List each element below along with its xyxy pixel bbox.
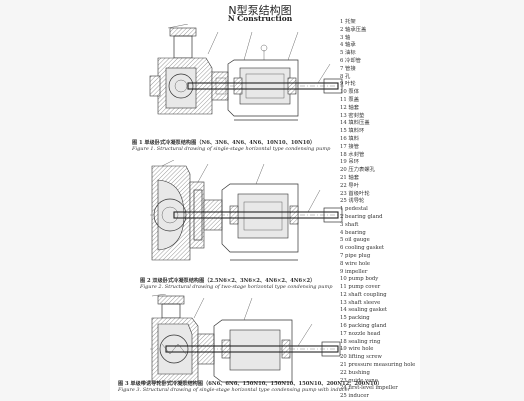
parts-list-item: 25 inducer <box>340 393 369 400</box>
parts-list-item: 15 填料环 <box>340 128 365 135</box>
parts-list-item: 20 压力表螺孔 <box>340 167 375 174</box>
parts-list-item: 16 填料 <box>340 135 360 142</box>
parts-list-item: 9 impeller <box>340 268 368 275</box>
parts-list-item: 1 托架 <box>340 19 356 25</box>
figure-1-drawing <box>149 24 344 121</box>
parts-list-item: 3 shaft <box>340 221 359 228</box>
parts-list-item: 10 pump body <box>340 276 379 283</box>
figure-3-drawing <box>150 294 344 383</box>
parts-list-item: 19 wire hole <box>340 346 374 353</box>
parts-list-item: 21 pressure measuring hole <box>340 362 416 369</box>
page-title: N型泵结构图 <box>228 4 292 17</box>
parts-list-item: 17 nozzle head <box>340 330 381 337</box>
parts-list-item: 13 shaft sleeve <box>340 299 381 306</box>
figure-3-caption-en: Figure 3. Structural drawing of single-s… <box>118 387 350 393</box>
parts-list-item: 12 轴套 <box>340 104 360 111</box>
parts-list-item: 6 cooling gasket <box>340 245 385 252</box>
figure-2-caption-en: Figure 2. Structural drawing of two-stag… <box>140 284 333 290</box>
parts-list-item: 24 first-level impeller <box>340 385 398 392</box>
figure-2-caption-zh: 图 2 双级卧式冷凝泵结构图（2.5N6×2、3N6×2、4N6×2、4N6×2… <box>140 278 316 284</box>
parts-list-item: 2 bearing gland <box>340 213 383 220</box>
parts-list-item: 12 shaft coupling <box>340 291 387 298</box>
parts-list-item: 13 密封垫 <box>340 112 365 119</box>
parts-list-item: 11 pump cover <box>340 284 381 291</box>
parts-list-item: 14 填料压盖 <box>340 120 370 127</box>
parts-list-item: 1 pedestal <box>340 206 368 213</box>
page-subtitle: N Construction <box>227 14 293 23</box>
parts-list-item: 14 sealing gasket <box>340 307 388 314</box>
parts-list-item: 25 诱导轮 <box>340 198 365 205</box>
parts-list-item: 3 轴 <box>340 34 351 41</box>
parts-list-item: 20 lifting screw <box>340 354 382 361</box>
parts-list-item: 8 孔 <box>340 73 351 80</box>
parts-list-item: 11 泵盖 <box>340 96 360 103</box>
parts-list-item: 17 接管 <box>340 143 360 150</box>
parts-list-item: 10 泵体 <box>340 89 360 96</box>
parts-list-item: 21 轴套 <box>340 174 360 181</box>
parts-list-item: 5 oil gauge <box>340 237 370 244</box>
parts-list-item: 8 wire hole <box>340 260 371 267</box>
figure-1-caption-en: Figure 1. Structural drawing of single-s… <box>132 146 331 152</box>
parts-list-item: 5 油标 <box>340 50 356 57</box>
parts-list-item: 7 管接 <box>340 65 356 72</box>
parts-list-item: 4 轴承 <box>340 42 356 49</box>
figure-3-caption-zh: 图 3 单级带诱导轮卧式冷凝泵结构图（6N6、6N6、150N10、150N10… <box>118 381 383 387</box>
figure-2-drawing <box>150 160 344 261</box>
parts-list-item: 7 pipe plug <box>340 252 371 259</box>
parts-list-item: 4 bearing <box>340 229 366 236</box>
parts-list-item: 22 导叶 <box>340 182 360 189</box>
parts-list-item: 16 packing gland <box>340 323 387 330</box>
parts-list-item: 18 sealing ring <box>340 338 381 345</box>
parts-list-item: 19 吊环 <box>340 159 360 166</box>
parts-list-item: 18 水封管 <box>340 151 365 158</box>
parts-list-item: 2 轴承压盖 <box>340 26 367 33</box>
parts-list-item: 9 叶轮 <box>340 81 356 88</box>
parts-list-item: 6 冷却管 <box>340 57 361 64</box>
parts-list-item: 22 bushing <box>340 369 370 376</box>
parts-list-item: 15 packing <box>340 315 370 322</box>
parts-list-item: 23 首级叶轮 <box>340 190 370 197</box>
figure-1-caption-zh: 图 1 单级卧式冷凝泵结构图（N6、3N6、4N6、4N6、10N10、10N1… <box>132 140 316 146</box>
parts-list-item: 23 guide vane <box>340 377 378 384</box>
